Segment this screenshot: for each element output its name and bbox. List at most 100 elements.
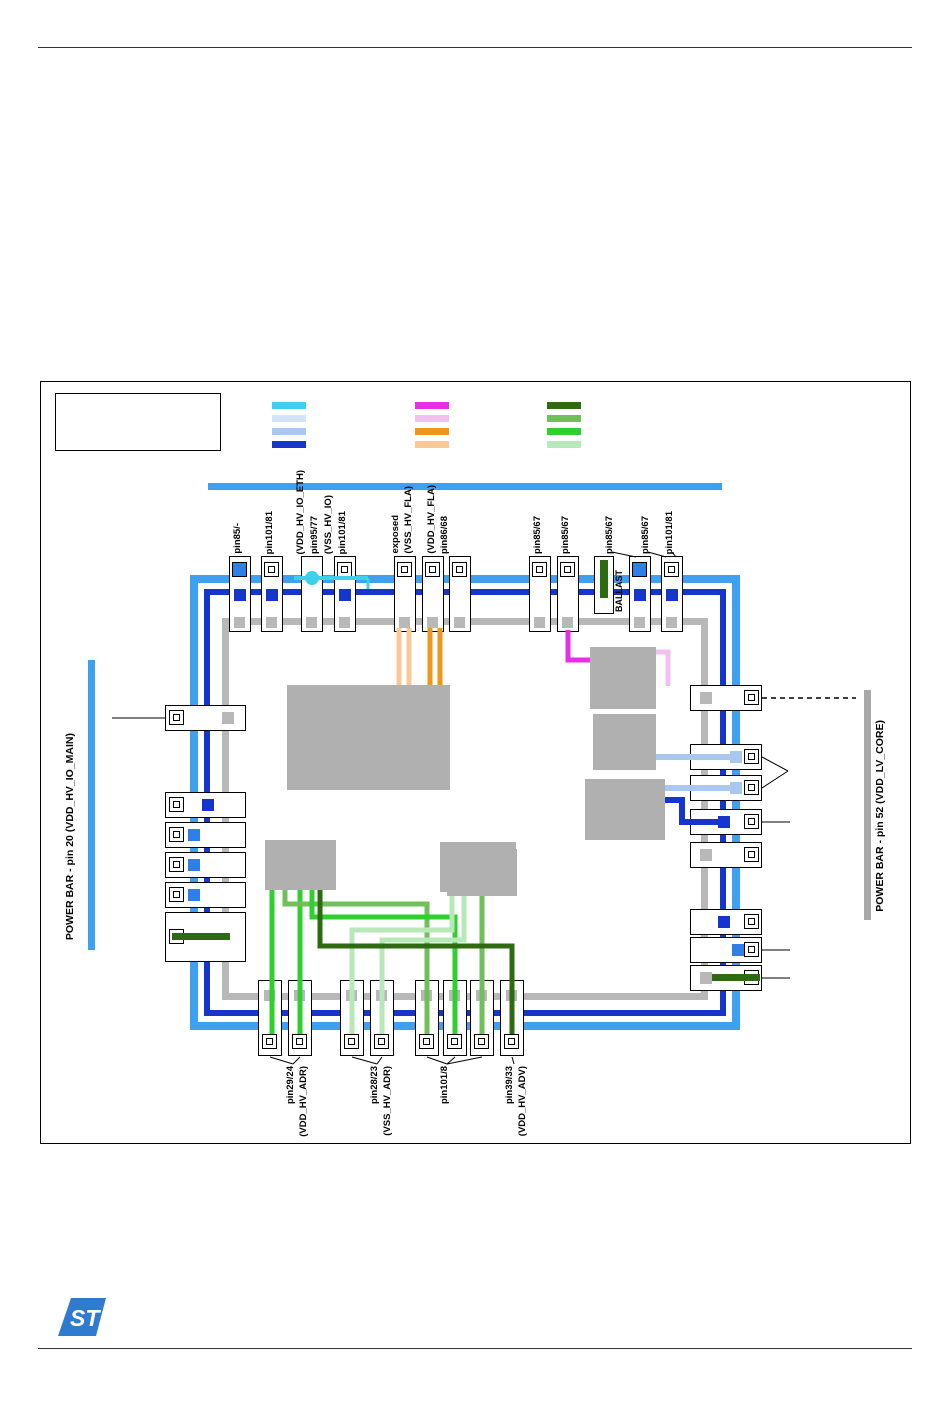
power-tap-marker bbox=[339, 617, 350, 628]
power-tap-marker bbox=[454, 617, 465, 628]
top-pin-label: pin85/67 bbox=[640, 515, 651, 554]
footer-rule bbox=[38, 1348, 912, 1349]
power-tap-marker bbox=[234, 617, 245, 628]
legend-swatch bbox=[547, 402, 581, 409]
power-tap-marker bbox=[730, 782, 742, 794]
right-power-bar-label: POWER BAR - pin 52 (VDD_LV_CORE) bbox=[874, 720, 886, 912]
power-tap-marker bbox=[264, 990, 275, 1001]
power-tap-marker bbox=[449, 990, 460, 1001]
bottom-pin-label: pin39/33 bbox=[504, 1066, 515, 1105]
pad-symbol bbox=[169, 887, 184, 902]
bottom-pin-label: pin28/23 bbox=[369, 1066, 380, 1105]
power-tap-marker bbox=[306, 617, 317, 628]
power-tap-marker bbox=[266, 589, 278, 601]
legend-swatch bbox=[547, 441, 581, 448]
power-tap-marker bbox=[376, 990, 387, 1001]
power-tap-marker bbox=[666, 589, 678, 601]
bottom-pin-label: (VDD_HV_ADR) bbox=[298, 1066, 309, 1137]
power-tap-marker bbox=[294, 990, 305, 1001]
top-pin-label: (VDD_HV_FLA) bbox=[426, 485, 437, 554]
bottom-pin-label: (VSS_HV_ADR) bbox=[382, 1066, 393, 1136]
top-pin-label: pin85/67 bbox=[532, 515, 543, 554]
left-power-bar-label: POWER BAR - pin 20 (VDD_HV_IO_MAIN) bbox=[64, 732, 76, 940]
pad-symbol bbox=[560, 562, 575, 577]
pad-symbol bbox=[744, 914, 759, 929]
legend-swatch bbox=[272, 428, 306, 435]
st-logo-text: ST bbox=[70, 1305, 101, 1331]
pad-symbol bbox=[337, 562, 352, 577]
power-tap-marker bbox=[730, 751, 742, 763]
power-tap-marker bbox=[234, 589, 246, 601]
power-tap-marker bbox=[188, 859, 200, 871]
top-pin-label: exposed bbox=[390, 515, 401, 554]
header-rule bbox=[38, 47, 912, 48]
block-bottom-right bbox=[447, 849, 517, 896]
pad-symbol bbox=[744, 942, 759, 957]
pad-symbol bbox=[474, 1034, 489, 1049]
legend-swatch bbox=[415, 415, 449, 422]
power-tap-marker bbox=[666, 617, 677, 628]
legend-swatch bbox=[272, 441, 306, 448]
pad-symbol bbox=[532, 562, 547, 577]
top-pin-label: (VSS_HV_IO) bbox=[323, 494, 334, 554]
block-bottom-left bbox=[265, 840, 336, 890]
legend-swatch bbox=[415, 441, 449, 448]
pad-symbol bbox=[425, 562, 440, 577]
ballast-label: BALLAST bbox=[614, 570, 624, 612]
power-tap-marker bbox=[718, 916, 730, 928]
block-right-2 bbox=[593, 714, 656, 770]
legend-box bbox=[55, 393, 221, 451]
bottom-pin-label: pin29/24 bbox=[285, 1066, 296, 1105]
legend-swatch bbox=[547, 415, 581, 422]
pad-symbol bbox=[232, 562, 247, 577]
pad-symbol bbox=[292, 1034, 307, 1049]
pad-symbol bbox=[632, 562, 647, 577]
top-pin-label: pin85/- bbox=[232, 523, 243, 554]
legend-swatch bbox=[415, 402, 449, 409]
power-tap-marker bbox=[427, 617, 438, 628]
st-logo-shape bbox=[58, 1298, 106, 1336]
power-tap-marker bbox=[476, 990, 487, 1001]
top-pin-label: pin85/67 bbox=[604, 515, 615, 554]
power-tap-marker bbox=[634, 589, 646, 601]
pad-symbol bbox=[262, 1034, 277, 1049]
power-tap-marker bbox=[339, 589, 351, 601]
legend-swatch bbox=[547, 428, 581, 435]
power-tap-marker bbox=[399, 617, 410, 628]
power-tap-marker bbox=[718, 816, 730, 828]
power-tap-marker bbox=[421, 990, 432, 1001]
pad-symbol bbox=[169, 827, 184, 842]
pad-symbol bbox=[664, 562, 679, 577]
power-tap-marker bbox=[222, 712, 234, 724]
legend-swatch bbox=[272, 415, 306, 422]
block-flash bbox=[287, 685, 450, 790]
power-tap-marker bbox=[700, 692, 712, 704]
vss-ballast-bar-left bbox=[172, 933, 230, 940]
top-pin-label: pin86/68 bbox=[439, 515, 450, 554]
power-tap-marker bbox=[732, 944, 744, 956]
pad-symbol bbox=[744, 749, 759, 764]
st-logo: ST bbox=[58, 1298, 106, 1336]
power-tap-marker bbox=[346, 990, 357, 1001]
power-tap-marker bbox=[700, 972, 712, 984]
top-power-bar bbox=[208, 483, 722, 490]
power-tap-marker bbox=[700, 849, 712, 861]
pad-symbol bbox=[374, 1034, 389, 1049]
pad-symbol bbox=[744, 847, 759, 862]
power-tap-marker bbox=[266, 617, 277, 628]
vss-ballast-bar-right bbox=[712, 974, 760, 981]
block-right-1 bbox=[590, 647, 656, 709]
pad-symbol bbox=[504, 1034, 519, 1049]
bottom-pin-label: (VDD_HV_ADV) bbox=[517, 1066, 528, 1137]
top-pin-label: pin95/77 bbox=[309, 515, 320, 554]
pad-symbol bbox=[397, 562, 412, 577]
top-pin-label: (VDD_HV_IO_ETH) bbox=[295, 469, 306, 554]
pad-symbol bbox=[447, 1034, 462, 1049]
pad-symbol bbox=[169, 710, 184, 725]
pad-symbol bbox=[344, 1034, 359, 1049]
top-pin-label: pin101/81 bbox=[337, 510, 348, 554]
legend-swatch bbox=[415, 428, 449, 435]
pad-symbol bbox=[452, 562, 467, 577]
top-pin-label: (VSS_HV_FLA) bbox=[403, 486, 414, 554]
